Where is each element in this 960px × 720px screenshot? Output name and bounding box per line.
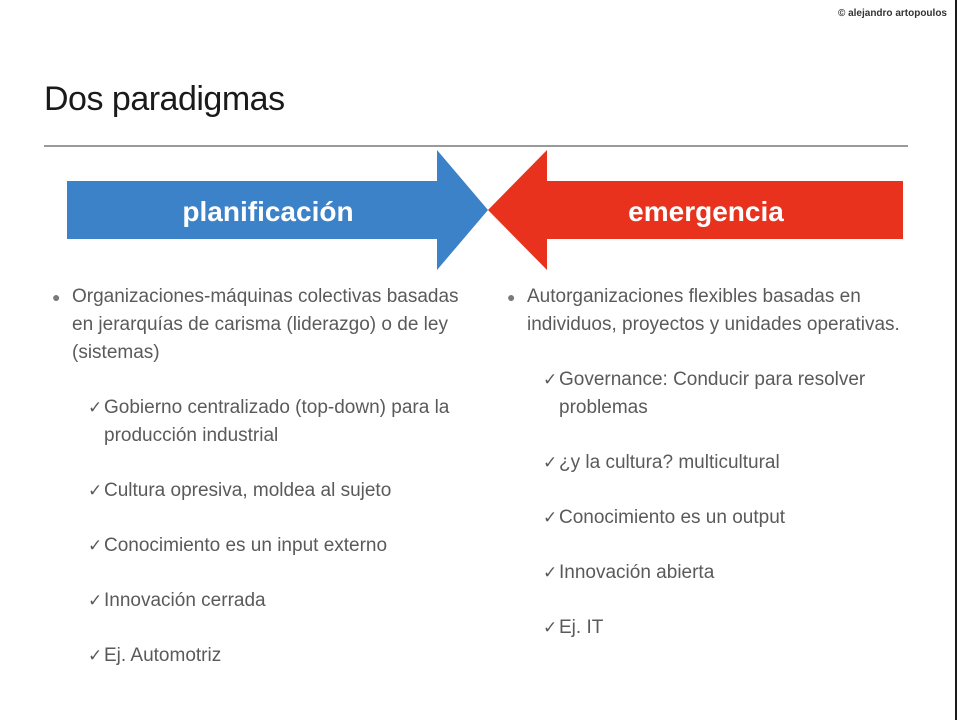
planificacion-arrow: [67, 150, 488, 270]
copyright-notice: © alejandro artopoulos: [837, 8, 947, 19]
check-item-text: Cultura opresiva, moldea al sujeto: [104, 480, 392, 501]
right-column: ● Autorganizaciones flexibles basadas en…: [507, 283, 917, 669]
paradigm-arrows: planificación emergencia: [67, 150, 903, 270]
left-main-bullet-text: Organizaciones-máquinas colectivas basad…: [72, 286, 459, 363]
checkmark-icon: ✓: [543, 508, 558, 528]
check-item: ✓ Gobierno centralizado (top-down) para …: [88, 394, 462, 450]
right-main-bullet-text: Autorganizaciones flexibles basadas en i…: [527, 286, 900, 335]
left-check-list: ✓ Gobierno centralizado (top-down) para …: [52, 394, 462, 670]
check-item: ✓ Cultura opresiva, moldea al sujeto: [88, 477, 462, 505]
check-item: ✓ Innovación abierta: [543, 559, 917, 587]
checkmark-icon: ✓: [88, 536, 103, 556]
check-item-text: Conocimiento es un output: [559, 507, 786, 528]
check-item-text: Conocimiento es un input externo: [104, 535, 388, 556]
checkmark-icon: ✓: [543, 563, 558, 583]
check-item: ✓ Ej. IT: [543, 614, 917, 642]
checkmark-icon: ✓: [88, 398, 103, 418]
check-item-text: Gobierno centralizado (top-down) para la…: [104, 397, 450, 446]
check-item: ✓ Conocimiento es un input externo: [88, 532, 462, 560]
planificacion-label: planificación: [182, 196, 353, 227]
checkmark-icon: ✓: [543, 618, 558, 638]
check-item: ✓ Conocimiento es un output: [543, 504, 917, 532]
bullet-dot-icon: ●: [52, 289, 61, 305]
check-item: ✓ ¿y la cultura? multicultural: [543, 449, 917, 477]
slide-title: Dos paradigmas: [44, 80, 285, 118]
checkmark-icon: ✓: [88, 646, 103, 666]
emergencia-arrow: [488, 150, 903, 270]
check-item-text: Ej. IT: [559, 617, 604, 638]
check-item-text: Governance: Conducir para resolver probl…: [559, 369, 866, 418]
checkmark-icon: ✓: [543, 453, 558, 473]
check-item-text: Ej. Automotriz: [104, 645, 222, 666]
checkmark-icon: ✓: [88, 481, 103, 501]
check-item: ✓ Governance: Conducir para resolver pro…: [543, 366, 917, 422]
right-main-bullet: ● Autorganizaciones flexibles basadas en…: [507, 283, 917, 339]
check-item: ✓ Ej. Automotriz: [88, 642, 462, 670]
title-divider: [44, 145, 908, 147]
checkmark-icon: ✓: [88, 591, 103, 611]
left-main-bullet: ● Organizaciones-máquinas colectivas bas…: [52, 283, 462, 367]
window-edge: [955, 0, 957, 720]
check-item-text: Innovación abierta: [559, 562, 715, 583]
bullet-dot-icon: ●: [507, 289, 516, 305]
check-item-text: ¿y la cultura? multicultural: [559, 452, 780, 473]
emergencia-label: emergencia: [628, 196, 784, 227]
check-item-text: Innovación cerrada: [104, 590, 266, 611]
checkmark-icon: ✓: [543, 370, 558, 390]
left-column: ● Organizaciones-máquinas colectivas bas…: [52, 283, 462, 697]
check-item: ✓ Innovación cerrada: [88, 587, 462, 615]
right-check-list: ✓ Governance: Conducir para resolver pro…: [507, 366, 917, 642]
